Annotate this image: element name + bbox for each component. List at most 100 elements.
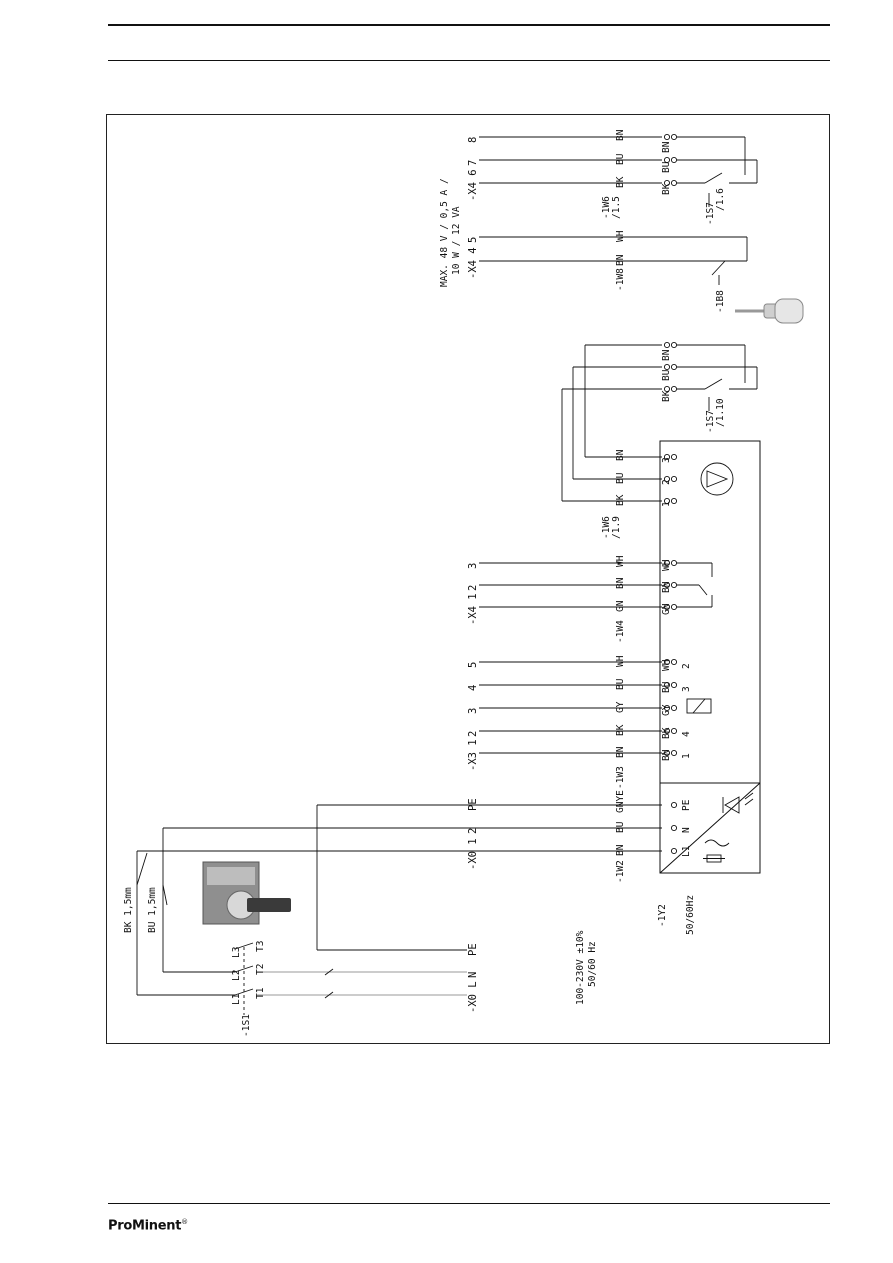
float-sensor-icon <box>735 298 804 324</box>
x4-lower-end-gn: GN <box>661 603 672 615</box>
terminal-x4-lower-2: 2 <box>467 584 479 591</box>
psu-pin-pe: PE <box>681 799 692 811</box>
x3-wire-wh: WH <box>615 655 626 667</box>
terminal-mains-pe: PE <box>467 943 479 956</box>
x0-lines <box>137 804 662 852</box>
wire-w6-bu: BU <box>615 153 626 165</box>
x0-wire-bn: BN <box>615 844 626 856</box>
pump-term-2: 2 <box>661 479 672 485</box>
relay-pin-2: 2 <box>681 663 692 669</box>
pump-symbol <box>700 462 734 496</box>
main-switch-image <box>202 861 291 925</box>
x3-wire-bu: BU <box>615 678 626 690</box>
x4-lower-terminals <box>663 559 678 611</box>
sensor-s7-mid-ref: /1.10 <box>715 398 726 427</box>
x3-end-wh: WH <box>661 659 672 671</box>
psu-symbols <box>703 792 754 863</box>
wire-w8-wh: WH <box>615 230 626 242</box>
x3-end-bu: BU <box>661 681 672 693</box>
pump-term-1: 1 <box>661 501 672 507</box>
psu-terminals <box>670 801 678 855</box>
relay-pin-1: 1 <box>681 753 692 759</box>
x4-lower-wire-wh: WH <box>615 555 626 567</box>
x3-wire-gy: GY <box>615 701 626 713</box>
x3-terminals <box>663 658 678 757</box>
wire-w6-bn: BN <box>615 129 626 141</box>
terminal-x3-3: 3 <box>467 707 479 714</box>
prominent-logo: ProMinent® <box>108 1218 188 1234</box>
switch-out-t2: T2 <box>255 963 266 975</box>
pump-terminals <box>663 453 678 505</box>
terminal-x4-8: 8 <box>467 136 479 143</box>
switch-out-t1: T1 <box>255 987 266 999</box>
terminal-x0-pe: PE <box>467 798 479 811</box>
terminal-x3-1: -X3 1 <box>467 739 479 771</box>
x4-lower-wire-bn: BN <box>615 577 626 589</box>
x4-lower-end-bn: BN <box>661 581 672 593</box>
terminal-x0-2: 2 <box>467 827 479 834</box>
x3-wire-bn: BN <box>615 746 626 758</box>
relay-coil-symbol <box>686 698 712 714</box>
terminal-x0-1: -X0 1 <box>467 838 479 870</box>
pump-wire-bk: BK <box>615 494 626 506</box>
cable-w4: -1W4 <box>615 620 626 643</box>
header-sub-rule <box>108 60 830 61</box>
cable-w8: -1W8 <box>615 268 626 291</box>
wire-label-bk: BK 1,5mm <box>123 887 134 933</box>
supply-frequency: 50/60 Hz <box>587 941 598 987</box>
label-layer: .lbl { position:absolute; font-family:"D… <box>107 115 831 1045</box>
x4-lower-end-wh: WH <box>661 559 672 571</box>
x4-lower-lines <box>479 562 713 608</box>
psu-pin-l1: L1 <box>681 845 692 857</box>
psu-label: -1Y2 <box>657 904 668 927</box>
wiring-schematic <box>136 133 804 1015</box>
controller-box <box>659 440 761 874</box>
switch-in-l2: L2 <box>231 969 242 981</box>
pump-wire-bu: BU <box>615 472 626 484</box>
cable-w2: -1W2 <box>615 860 626 883</box>
mid-block-lines <box>561 344 758 502</box>
x0-wire-bu: BU <box>615 821 626 833</box>
switch-in-l3: L3 <box>231 946 242 958</box>
end-w6-bk: BK <box>661 183 672 195</box>
terminal-x3-4: 4 <box>467 684 479 691</box>
pump-wire-bn: BN <box>615 449 626 461</box>
x4-upper-end-terminals <box>663 133 678 187</box>
x4-upper-lines <box>479 136 758 285</box>
x3-end-bn: BN <box>661 749 672 761</box>
pump-term-3: 3 <box>661 457 672 463</box>
footer-rule <box>108 1203 830 1204</box>
terminal-x3-5: 5 <box>467 661 479 668</box>
relay-pin-4: 4 <box>681 731 692 737</box>
mains-lines <box>136 805 467 1015</box>
end-w6-bn: BN <box>661 141 672 153</box>
x3-wire-bk: BK <box>615 724 626 736</box>
cable-w6-mid-ref: /1.9 <box>611 516 622 539</box>
end-w6-bu: BU <box>661 161 672 173</box>
wiring-diagram-frame: .lbl { position:absolute; font-family:"D… <box>106 114 830 1044</box>
x0-wire-gnye: GNYE <box>615 790 626 813</box>
mid-end-bk: BK <box>661 390 672 402</box>
wire-w6-bk: BK <box>615 176 626 188</box>
relay-pin-3: 3 <box>681 686 692 692</box>
wire-w8-bn: BN <box>615 254 626 266</box>
psu-frequency: 50/60Hz <box>685 894 696 935</box>
mid-end-bu: BU <box>661 369 672 381</box>
switch-out-t3: T3 <box>255 940 266 952</box>
terminal-x4-7: 7 <box>467 159 479 166</box>
switch-in-l1: L1 <box>231 993 242 1005</box>
mid-end-terminals <box>663 341 678 393</box>
header-top-rule <box>108 24 830 26</box>
terminal-x4-lower-3: 3 <box>467 562 479 569</box>
terminal-mains-l: -X0 L <box>467 981 479 1013</box>
cable-w3: -1W3 <box>615 766 626 789</box>
supply-voltage: 100-230V ±10% <box>575 930 586 1005</box>
switch-label: -1S1 <box>241 1014 252 1037</box>
terminal-x4-4: -X4 4 <box>467 247 479 279</box>
sensor-s7-top-ref: /1.6 <box>715 188 726 211</box>
mid-end-bn: BN <box>661 349 672 361</box>
terminal-x4-lower-1: -X4 1 <box>467 593 479 625</box>
cable-w6-top-ref: /1.5 <box>611 196 622 219</box>
x3-end-gy: GY <box>661 704 672 716</box>
terminal-x4-5: 5 <box>467 236 479 243</box>
